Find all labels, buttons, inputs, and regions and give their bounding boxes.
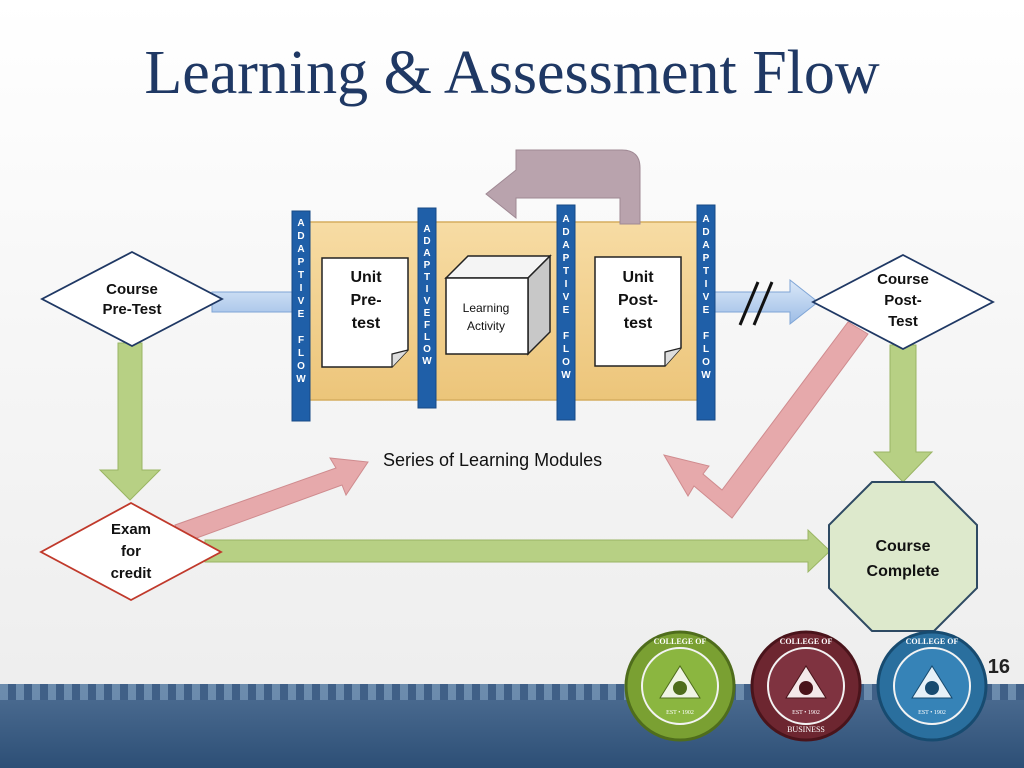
seal-business: COLLEGE OF EST • 1902 BUSINESS <box>750 630 862 742</box>
college-seals: COLLEGE OF EST • 1902 COLLEGE OF EST • 1… <box>624 630 988 742</box>
loop-arrow <box>485 149 641 225</box>
green-arrow-exam-to-complete <box>204 528 831 574</box>
seal-arts-sciences-technology: COLLEGE OF EST • 1902 <box>624 630 736 742</box>
green-arrow-down-left <box>98 342 162 501</box>
svg-text:BUSINESS: BUSINESS <box>787 725 825 734</box>
svg-text:EST • 1902: EST • 1902 <box>918 710 946 716</box>
course-post-test-diamond <box>811 253 995 351</box>
exam-for-credit-diamond <box>39 501 223 602</box>
seal-health-public-administration: COLLEGE OF EST • 1902 <box>876 630 988 742</box>
green-arrow-down-right <box>872 344 934 483</box>
svg-text:EST • 1902: EST • 1902 <box>792 710 820 716</box>
break-marks <box>738 281 774 326</box>
unit-pre-test-document <box>321 257 409 368</box>
slide-title: Learning & Assessment Flow <box>144 39 880 107</box>
pink-arrow-exam-to-modules <box>174 457 369 544</box>
svg-text:COLLEGE OF: COLLEGE OF <box>780 637 833 646</box>
svg-text:COLLEGE OF: COLLEGE OF <box>654 637 707 646</box>
svg-text:EST • 1902: EST • 1902 <box>666 710 694 716</box>
svg-text:COLLEGE OF: COLLEGE OF <box>906 637 959 646</box>
unit-post-test-document <box>594 256 682 367</box>
course-complete-octagon <box>828 481 978 632</box>
slide-number: 16 <box>987 656 1010 678</box>
pink-arrow-posttest-to-modules <box>662 321 869 519</box>
series-caption: Series of Learning Modules <box>383 450 603 470</box>
course-pre-test-diamond <box>40 250 224 348</box>
learning-activity-cube <box>444 254 552 356</box>
